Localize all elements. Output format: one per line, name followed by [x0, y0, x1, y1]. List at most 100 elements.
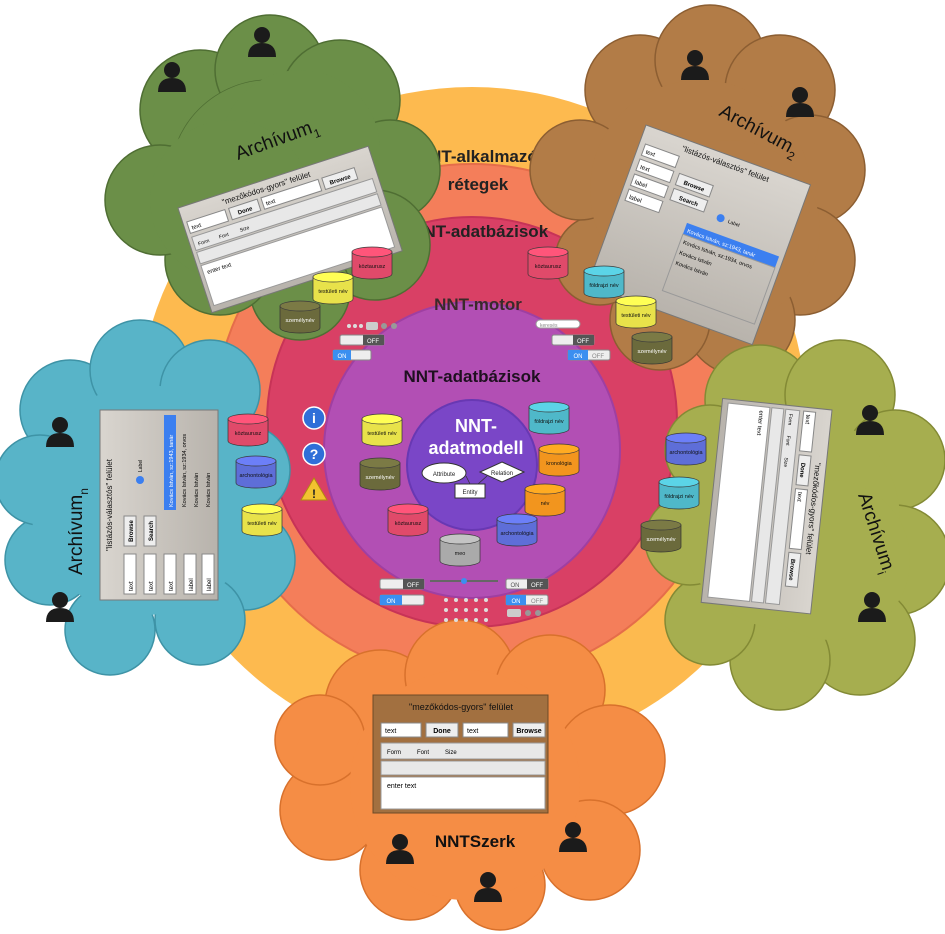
db-cylinder-archontologia: archontológia — [235, 455, 277, 489]
svg-text:enter text: enter text — [387, 783, 416, 790]
db-cylinder-foldrajzi-nev: földrajzi név — [658, 476, 700, 510]
svg-text:text: text — [149, 581, 155, 591]
svg-text:Done: Done — [433, 728, 451, 735]
nntszerk-label: NNTSzerk — [435, 832, 516, 851]
core-circle — [406, 399, 538, 531]
svg-text:Kovács István, sz:1934, orvos: Kovács István, sz:1934, orvos — [182, 434, 188, 507]
db-cylinder-nev: név — [524, 483, 566, 517]
toggle-off-3[interactable]: OFF — [379, 578, 425, 590]
db-cylinder-label: köztaurusz — [359, 264, 386, 270]
toggle-on-4[interactable]: ON OFF — [505, 594, 549, 606]
panel-archivei-mezo: "mezőkódos-gyors" felület text Done text… — [700, 397, 833, 615]
svg-text:ON: ON — [338, 354, 347, 360]
panel-archive2-lista: "listázós-választós" felület text text l… — [587, 124, 812, 346]
toggle-on-3[interactable]: ON — [379, 594, 425, 606]
db-cylinder-koztarsasag: köztaurusz — [227, 413, 269, 447]
db-cylinder-label: személynév — [365, 475, 394, 481]
core-title-1: NNT- — [455, 416, 497, 436]
toggle-on-1[interactable]: ON — [332, 349, 372, 361]
svg-text:Browse: Browse — [787, 559, 795, 582]
db-cylinder-meo: meo — [439, 533, 481, 567]
panel-archiven-lista: "listázós-választós" felület text text B… — [99, 409, 219, 601]
svg-text:ON: ON — [512, 599, 521, 605]
svg-text:Kovács István: Kovács István — [206, 473, 212, 507]
svg-text:label: label — [628, 195, 642, 205]
db-cylinder-label: testületi név — [367, 431, 397, 437]
svg-text:Label: Label — [727, 219, 741, 229]
db-cylinder-koztarsasag: köztaurusz — [351, 246, 393, 280]
help-icon: ? — [302, 442, 326, 466]
svg-text:Font: Font — [218, 232, 230, 241]
archiven-label: Archívumn — [66, 488, 91, 575]
svg-text:OFF: OFF — [577, 339, 589, 345]
media-controls-top[interactable] — [347, 322, 397, 330]
slider-motor[interactable] — [430, 578, 498, 584]
svg-text:Label: Label — [138, 460, 144, 472]
toggle-on-2[interactable]: ON OFF — [567, 349, 611, 361]
cylinder-group: köztaurusz testületi név személynév köztaur… — [227, 246, 707, 567]
svg-text:text: text — [169, 581, 175, 591]
db-cylinder-szemelynev: személynév — [640, 519, 682, 553]
warning-icon: ! — [300, 477, 328, 501]
svg-text:text: text — [265, 199, 276, 208]
db-cylinder-label: személynév — [285, 318, 314, 324]
db-cylinder-testuleti-nev: testületi név — [361, 413, 403, 447]
svg-text:Font: Font — [417, 750, 429, 756]
svg-text:label: label — [207, 578, 213, 591]
svg-text:text: text — [645, 150, 656, 159]
svg-text:Done: Done — [798, 462, 806, 478]
svg-text:?: ? — [310, 446, 319, 462]
toggle-off-2[interactable]: OFF — [551, 334, 595, 346]
db-cylinder-label: archontológia — [239, 473, 273, 479]
info-icon: i — [302, 406, 326, 430]
db-cylinder-koztarsasag: köztaurusz — [527, 246, 569, 280]
db-cylinder-label: meo — [455, 551, 466, 557]
svg-text:OFF: OFF — [531, 599, 543, 605]
svg-text:text: text — [639, 165, 650, 174]
erd-relation — [478, 461, 526, 483]
toggle-off-4[interactable]: ON OFF — [505, 578, 549, 590]
erd-attribute-label: Attribute — [433, 472, 456, 478]
db-cylinder-archontologia: archontológia — [496, 513, 538, 547]
db-cylinder-kronologia: kronológia — [538, 443, 580, 477]
svg-text:i: i — [312, 410, 316, 426]
svg-text:Size: Size — [445, 750, 457, 756]
db-cylinder-label: testületi név — [318, 289, 348, 295]
db-cylinder-label: kronológia — [546, 461, 572, 467]
panel-nntszerk-mezo: "mezőkódos-gyors" felület text Done text… — [372, 694, 549, 814]
erd-entity-label: Entity — [462, 490, 477, 496]
svg-text:OFF: OFF — [531, 583, 543, 589]
db-cylinder-szemelynev: személynév — [359, 457, 401, 491]
core-title-2: adatmodell — [428, 438, 523, 458]
svg-text:text: text — [385, 728, 396, 735]
dot-grid-bottom[interactable] — [444, 598, 541, 622]
svg-text:label: label — [189, 578, 195, 591]
svg-text:Done: Done — [237, 206, 254, 217]
db-cylinder-archontologia: archontológia — [665, 432, 707, 466]
db-cylinder-szemelynev: személynév — [631, 331, 673, 365]
toggle-off-1[interactable]: OFF — [339, 334, 385, 346]
db-cylinder-label: földrajzi név — [589, 283, 619, 289]
motor-title: NNT-motor — [434, 295, 522, 314]
db-cylinder-koztarsasag: köztaurusz — [387, 503, 429, 537]
db-cylinder-label: név — [541, 501, 550, 507]
db-cylinder-label: testületi név — [621, 313, 651, 319]
db-cylinder-label: testületi név — [247, 521, 277, 527]
svg-text:Form: Form — [197, 238, 210, 247]
svg-text:ON: ON — [511, 583, 520, 589]
svg-text:OFF: OFF — [407, 583, 419, 589]
svg-text:"listázós-választós" felület: "listázós-választós" felület — [105, 458, 114, 551]
db-cylinder-szemelynev: személynév — [279, 300, 321, 334]
svg-text:Form: Form — [387, 750, 401, 756]
svg-text:ON: ON — [387, 599, 396, 605]
svg-text:text: text — [467, 728, 478, 735]
db-cylinder-label: archontológia — [669, 450, 703, 456]
svg-text:"mezőkódos-gyors" felület: "mezőkódos-gyors" felület — [409, 702, 513, 712]
svg-text:enter text: enter text — [755, 410, 764, 436]
svg-text:Size: Size — [782, 457, 789, 468]
search-field-motor[interactable]: keresés — [535, 319, 581, 329]
db-cylinder-foldrajzi-nev: földrajzi név — [583, 265, 625, 299]
db-cylinder-label: földrajzi név — [534, 419, 564, 425]
svg-text:Form: Form — [786, 413, 793, 425]
